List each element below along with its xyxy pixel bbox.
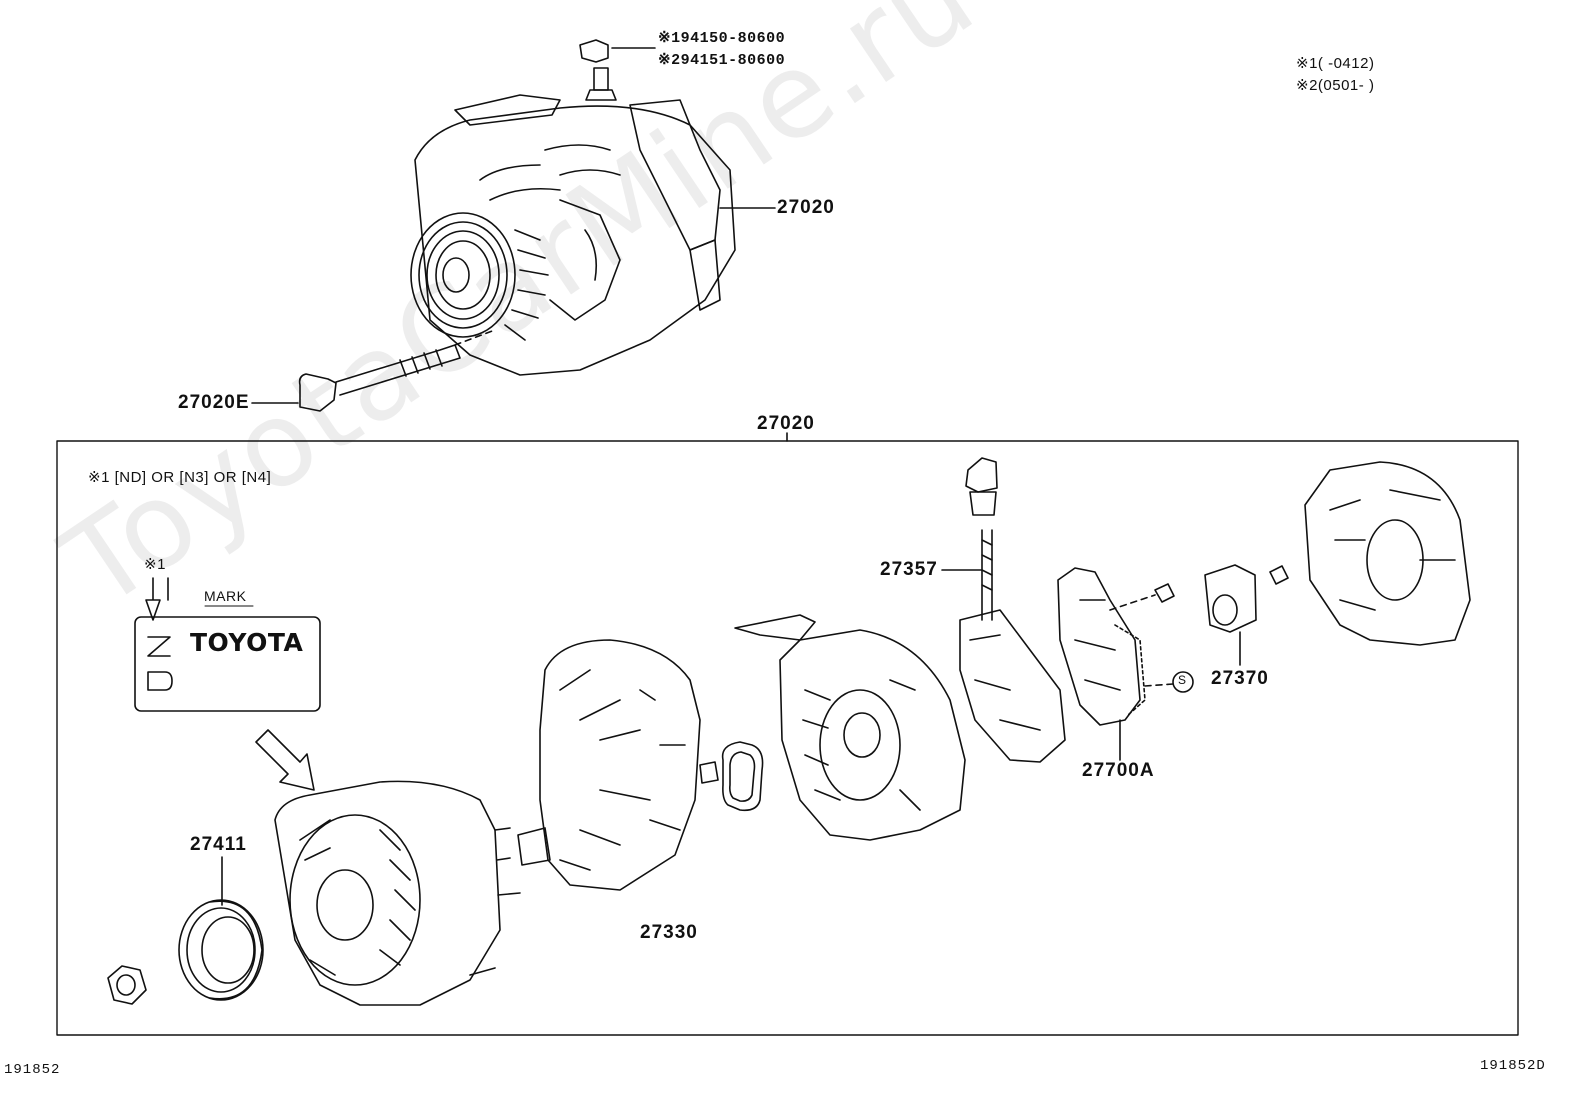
part-label-pulley: 27411 <box>190 834 247 855</box>
footer-code-right: 191852D <box>1480 1058 1546 1074</box>
nut-part-number-1: ※194150-80600 <box>658 30 786 47</box>
nut-part-number-2: ※294151-80600 <box>658 52 786 69</box>
part-label-holder: 27370 <box>1211 668 1269 689</box>
range-note-1: ※1( -0412) <box>1296 55 1375 72</box>
part-label-assembly: 27020 <box>757 413 815 434</box>
part-label-bolt: 27020E <box>178 392 250 413</box>
range-note-2: ※2(0501- ) <box>1296 77 1375 94</box>
part-label-alternator: 27020 <box>777 197 835 218</box>
part-label-rotor: 27330 <box>640 922 698 943</box>
mark-label: MARK <box>204 588 247 604</box>
footer-code-left: 191852 <box>4 1062 61 1078</box>
arrow-note: ※1 <box>144 556 166 573</box>
part-label-regulator: 27700A <box>1082 760 1155 781</box>
part-label-terminal: 27357 <box>880 559 938 580</box>
s-mark: S <box>1178 673 1187 687</box>
mark-note: ※1 [ND] OR [N3] OR [N4] <box>88 469 272 486</box>
brand-mark: TOYOTA <box>190 628 304 657</box>
alternator-assembly-top <box>251 39 776 412</box>
